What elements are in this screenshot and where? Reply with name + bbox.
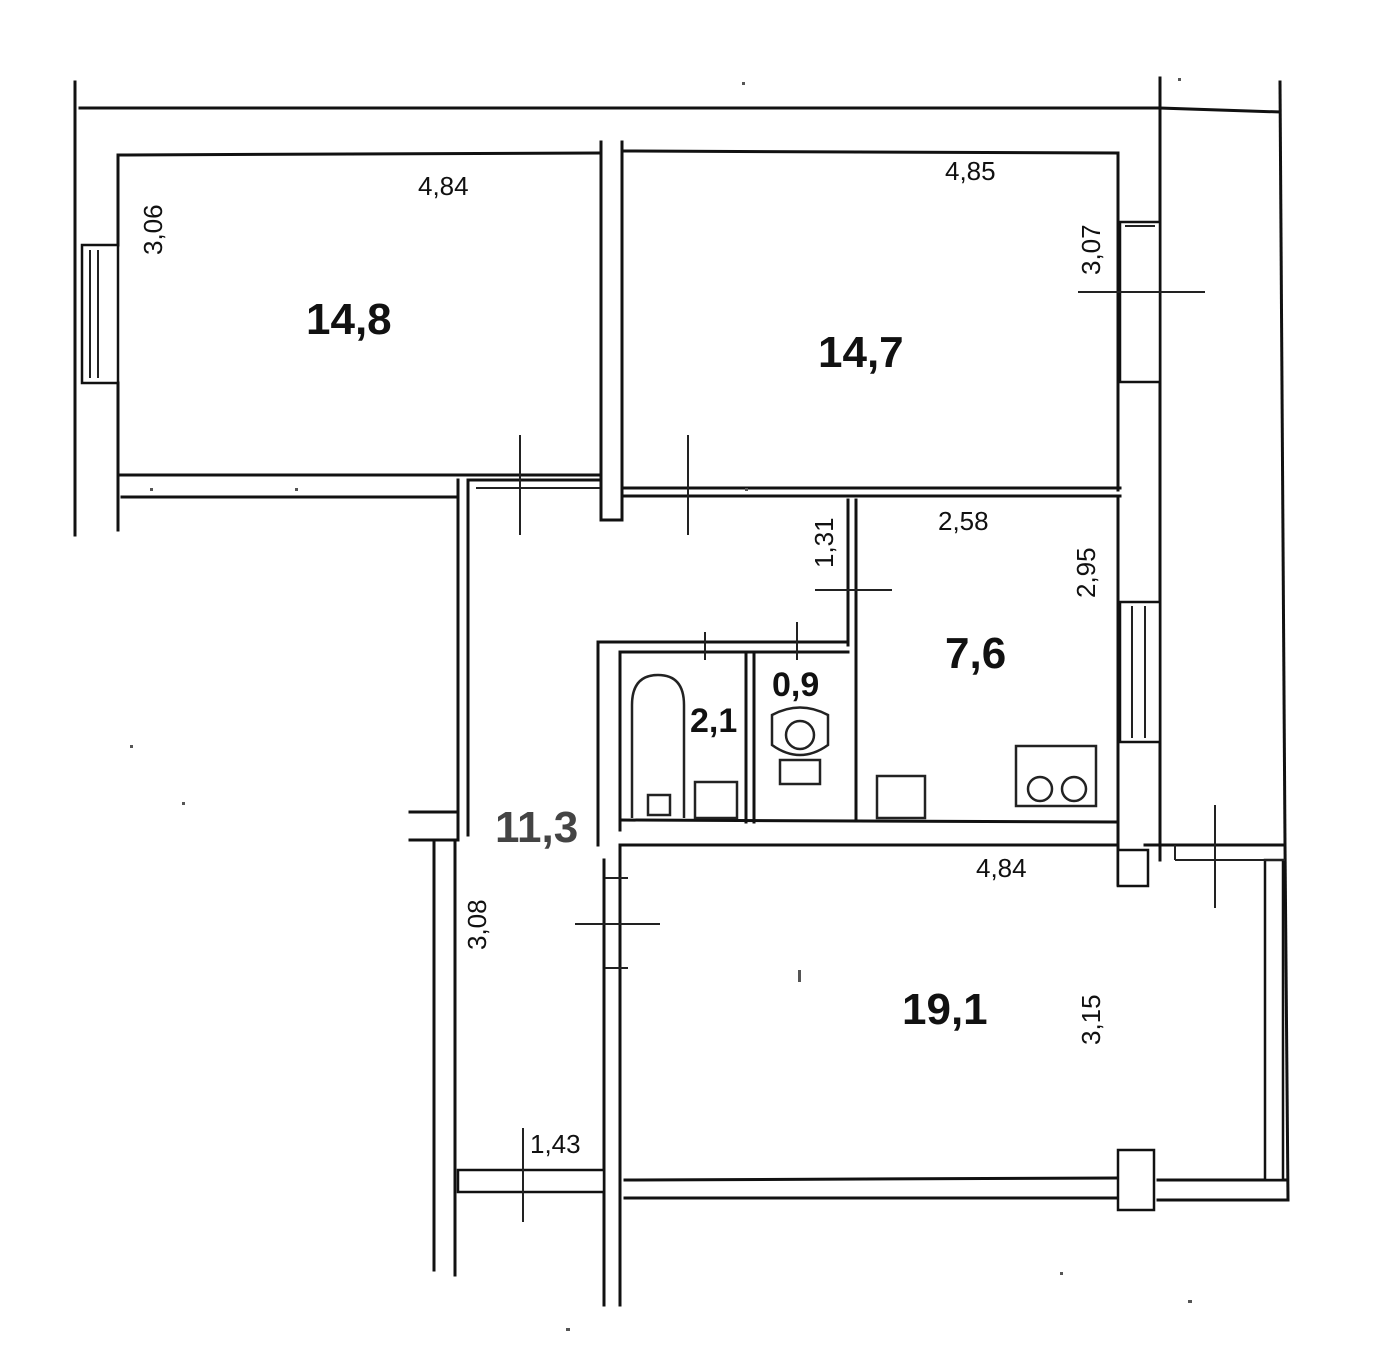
dimension-corridor-width: 1,31 <box>809 517 839 568</box>
room-area-bedroom-1: 14,8 <box>306 295 392 344</box>
dimension-hallway-width: 1,43 <box>530 1129 581 1159</box>
bathtub <box>630 673 686 818</box>
dimension-living-room-width: 4,84 <box>976 853 1027 883</box>
balcony-door <box>1174 845 1285 1182</box>
hallway-walls <box>408 478 606 1307</box>
dimension-bedroom-2-depth: 3,07 <box>1076 224 1106 275</box>
hallway-entrance <box>456 1168 606 1194</box>
bedroom-2-walls <box>620 149 1122 498</box>
dimension-bedroom-2-width: 4,85 <box>945 156 996 186</box>
dimension-kitchen-depth: 2,95 <box>1071 547 1101 598</box>
dimension-hallway-length: 3,08 <box>462 899 492 950</box>
exterior-walls <box>73 76 1290 1202</box>
bathroom-walls <box>596 640 850 847</box>
living-room-walls <box>618 843 1287 1307</box>
kitchen-walls <box>618 494 1120 887</box>
bedroom-partition <box>599 140 624 522</box>
scan-noise <box>130 78 1192 1331</box>
room-area-bedroom-2: 14,7 <box>818 328 904 377</box>
toilet-bowl <box>770 706 830 786</box>
bedroom-1-window <box>80 243 120 385</box>
room-area-hallway: 11,3 <box>495 803 578 852</box>
dimension-kitchen-width: 2,58 <box>938 506 989 536</box>
room-area-kitchen: 7,6 <box>945 629 1006 678</box>
bedroom-2-window <box>1118 220 1162 384</box>
bathroom-sink <box>693 780 739 820</box>
room-area-living-room: 19,1 <box>902 985 988 1034</box>
kitchen-stove <box>1014 744 1098 808</box>
dimension-bedroom-1-depth: 3,06 <box>138 204 168 255</box>
room-area-bathroom: 2,1 <box>690 702 737 740</box>
living-room-column <box>1116 848 1156 1212</box>
kitchen-window <box>1118 600 1162 744</box>
dimension-bedroom-1-width: 4,84 <box>418 171 469 201</box>
dimension-ticks <box>476 291 1216 1222</box>
dimension-living-room-depth: 3,15 <box>1076 994 1106 1045</box>
kitchen-cabinet <box>875 774 927 820</box>
room-area-toilet: 0,9 <box>772 666 819 704</box>
